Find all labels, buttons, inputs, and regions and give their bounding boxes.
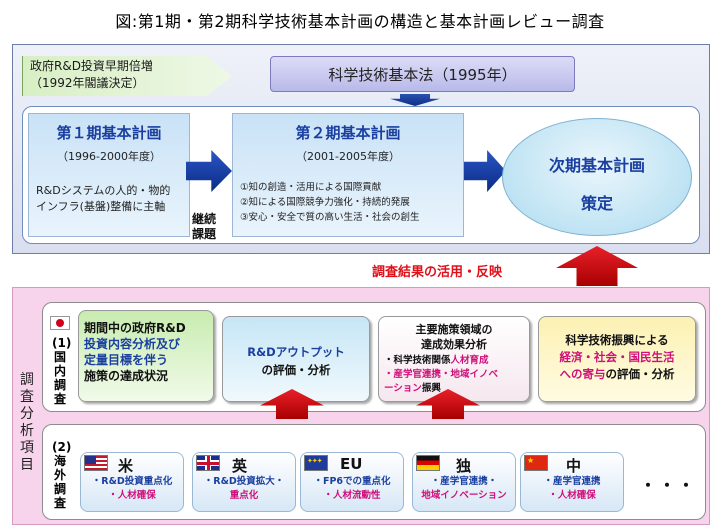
plan2-goal-1: ①知の創造・活用による国際貢献: [240, 182, 382, 193]
basic-law-box: 科学技術基本法（1995年）: [270, 56, 575, 92]
box1-line-3: 定量目標を伴う: [84, 353, 169, 367]
box3-sub-line-3: ーション振興: [384, 382, 530, 396]
survey-items-label: 調査分析項目: [20, 372, 34, 473]
rd-output-box: [222, 316, 370, 402]
overseas-survey-label: (2)海外調査: [52, 440, 72, 510]
box1-line-2: 投資内容分析及び: [84, 337, 181, 351]
box1-line-4: 施策の達成状況: [84, 369, 169, 383]
rd-output-text: R&Dアウトプット の評価・分析: [222, 343, 370, 379]
country-name-cn: 中: [566, 457, 582, 475]
country-cn-line-2: ・人材確保: [548, 490, 596, 501]
feedback-label: 調査結果の活用・反映: [372, 265, 503, 280]
country-de-line-1: ・産学官連携・: [430, 476, 498, 487]
box3-sub2: ・産学官連携・地域イノベ: [384, 369, 499, 380]
policy-effect-box: [378, 316, 530, 402]
box3-title-line-2: 達成効果分析: [421, 338, 487, 351]
next-plan-ellipse: [502, 118, 692, 236]
box4-line-3: への寄与: [559, 367, 606, 381]
country-name-us: 米: [118, 457, 134, 475]
plan1-title: 第１期基本計画: [56, 124, 162, 142]
investment-line-1: 政府R&D投資早期倍増: [30, 59, 153, 73]
rd-investment-box: [78, 310, 214, 402]
next-plan-line-1: 次期基本計画: [548, 156, 645, 175]
box3-sub1-pink: 人材育成: [450, 355, 489, 366]
plan1-box: [28, 113, 190, 237]
box4-line-1: 科学技術振興による: [565, 333, 669, 347]
plan1-desc-line-2: インフラ(基盤)整備に主軸: [36, 200, 166, 213]
country-name-uk: 英: [232, 457, 248, 475]
us-flag-icon: [84, 455, 108, 471]
box4-line-2: 経済・社会・国民生活: [559, 350, 675, 364]
plan2-title: 第２期基本計画: [295, 124, 401, 142]
next-plan-line-2: 策定: [580, 194, 613, 213]
policy-effect-title: 主要施策領域の 達成効果分析: [378, 322, 530, 352]
figure-title: 図:第1期・第2期科学技術基本計画の構造と基本計画レビュー調査: [115, 12, 605, 31]
country-us-line-1: ・R&D投資重点化: [91, 476, 173, 487]
japan-flag-icon: [50, 316, 70, 330]
more-countries-ellipsis: ・・・: [640, 476, 698, 495]
keizoku-line-1: 継続: [192, 212, 217, 226]
plan1-desc-line-1: R&Dシステムの人的・物的: [36, 184, 171, 197]
germany-flag-icon: [416, 455, 440, 471]
country-de-line-2: 地域イノベーション: [421, 490, 507, 501]
keizoku-line-2: 課題: [192, 227, 217, 241]
plan1-period: （1996-2000年度）: [57, 150, 161, 163]
box3-title-line-1: 主要施策領域の: [415, 323, 493, 336]
country-uk-line-1: ・R&D投資拡大・: [203, 476, 285, 487]
plan2-goals-list: ①知の創造・活用による国際貢献 ②知による国際競争力強化・持続的発展 ③安心・安…: [240, 180, 462, 225]
box4-line-4: の評価・分析: [605, 367, 675, 381]
plan2-goal-2: ②知による国際競争力強化・持続的発展: [240, 197, 410, 208]
box3-sub3-pink: ーション: [384, 383, 422, 394]
plan2-box: [232, 113, 464, 237]
plan2-period: （2001-2005年度）: [296, 150, 400, 163]
contribution-text: 科学技術振興による 経済・社会・国民生活 への寄与の評価・分析: [538, 332, 696, 383]
investment-text: 政府R&D投資早期倍増 （1992年閣議決定）: [30, 58, 210, 92]
box3-sub-line-1: ・科学技術関係人材育成: [384, 354, 530, 368]
domestic-survey-label: (1)国内調査: [52, 336, 72, 406]
plan2-goal-3: ③安心・安全で質の高い生活・社会の創生: [240, 212, 420, 223]
investment-line-2: （1992年閣議決定）: [30, 76, 145, 90]
country-uk-line-2: 重点化: [229, 490, 259, 501]
eu-flag-icon: [304, 455, 328, 471]
country-eu-line-2: ・人材流動性: [323, 490, 381, 501]
china-flag-icon: [524, 455, 548, 471]
country-us-line-2: ・人材確保: [108, 490, 156, 501]
country-name-de: 独: [456, 457, 472, 475]
box3-sub3: 振興: [421, 383, 441, 394]
plan1-description: R&Dシステムの人的・物的 インフラ(基盤)整備に主軸: [36, 183, 186, 215]
country-eu-line-1: ・FP6での重点化: [313, 476, 391, 487]
uk-flag-icon: [196, 455, 220, 471]
box2-line-2: の評価・分析: [261, 363, 331, 377]
country-cn-line-1: ・産学官連携: [543, 476, 601, 487]
rd-investment-text: 期間中の政府R&D 投資内容分析及び 定量目標を伴う 施策の達成状況: [84, 320, 210, 384]
box2-line-1: R&Dアウトプット: [247, 345, 345, 359]
investment-pentagon: [22, 56, 232, 96]
box1-line-1: 期間中の政府R&D: [84, 321, 186, 335]
country-name-eu: EU: [340, 455, 363, 473]
box3-sub1: ・科学技術関係: [384, 355, 451, 366]
continuing-issues-label: 継続 課題: [192, 212, 222, 242]
contribution-box: [538, 316, 696, 402]
policy-effect-subitems: ・科学技術関係人材育成 ・産学官連携・地域イノベ ーション振興: [384, 354, 530, 396]
